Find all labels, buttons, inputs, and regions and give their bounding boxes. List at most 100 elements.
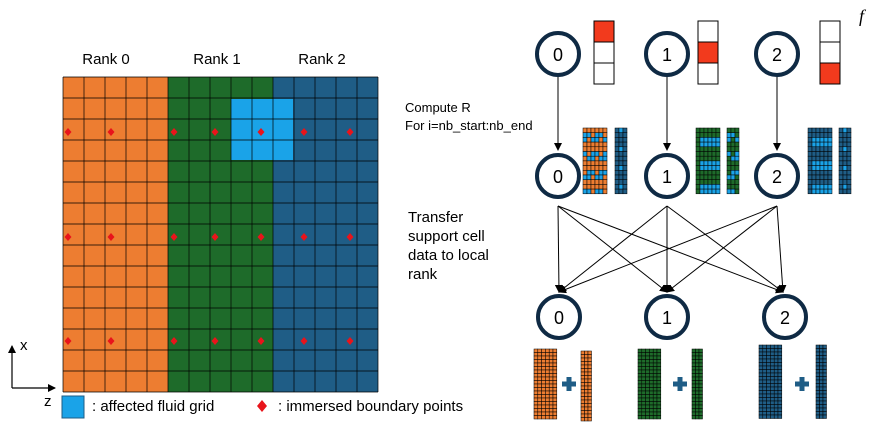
matrix-cell — [823, 179, 829, 185]
local-cell — [541, 366, 546, 371]
ib-point-marker — [346, 337, 354, 345]
local-cell — [656, 411, 662, 416]
local-cell — [773, 411, 779, 416]
matrix-cell — [582, 137, 588, 143]
matrix-cell — [618, 179, 624, 185]
local-cell — [773, 407, 779, 412]
matrix-cell — [807, 132, 813, 138]
local-cell — [656, 369, 662, 374]
matrix-cell — [622, 174, 628, 180]
local-cell — [552, 383, 558, 388]
matrix-cell — [711, 174, 717, 180]
matrix-cell — [590, 155, 596, 162]
matrix-cell — [819, 141, 825, 148]
axis-z-label: z — [44, 393, 52, 410]
local-cell — [580, 417, 585, 422]
matrix-cell — [827, 188, 833, 195]
local-cell — [773, 404, 779, 409]
matrix-cell — [703, 141, 709, 148]
local-cell — [552, 355, 558, 360]
local-cell — [637, 394, 643, 399]
local-cell — [541, 390, 546, 395]
local-cell — [533, 380, 539, 385]
matrix-cell — [726, 160, 732, 166]
local-cell — [770, 348, 775, 353]
matrix-cell — [815, 127, 821, 133]
local-cell — [695, 415, 700, 420]
ib-point-marker — [346, 128, 354, 136]
local-cell — [766, 358, 771, 363]
matrix-cell — [734, 146, 740, 152]
matrix-cell — [703, 151, 709, 157]
local-cell — [691, 408, 696, 413]
matrix-cell — [819, 160, 825, 166]
matrix-cell — [846, 160, 852, 166]
local-cell — [815, 355, 820, 360]
matrix-cell — [730, 179, 736, 185]
local-cell — [649, 369, 654, 374]
matrix-cell — [838, 165, 844, 171]
legend: : affected fluid grid : immersed boundar… — [61, 395, 463, 419]
local-cell — [766, 414, 771, 419]
plus-bar-v — [799, 377, 805, 391]
matrix-cell — [598, 174, 604, 180]
local-cell — [822, 414, 827, 419]
local-cell — [766, 386, 771, 391]
matrix-cell — [811, 170, 817, 176]
local-cell — [758, 351, 764, 356]
local-cell — [698, 404, 703, 409]
matrix-cell — [726, 137, 732, 143]
local-cell — [533, 390, 539, 395]
local-cell — [645, 352, 650, 357]
f-vector-cell — [819, 20, 841, 43]
local-cell — [777, 400, 783, 405]
local-cell — [537, 348, 542, 353]
matrix-cell — [827, 155, 833, 162]
matrix-cell — [594, 146, 600, 152]
local-cell — [637, 362, 643, 367]
matrix-cell — [838, 132, 844, 138]
matrix-cell — [734, 141, 740, 148]
local-cell — [587, 385, 592, 390]
local-cell — [773, 390, 779, 395]
local-cell — [822, 372, 827, 377]
local-cell — [758, 390, 764, 395]
matrix-cell — [807, 146, 813, 152]
local-cell — [762, 348, 767, 353]
matrix-cell — [819, 184, 825, 190]
matrix-cell — [726, 174, 732, 180]
local-cell — [777, 369, 783, 374]
matrix-cell — [734, 184, 740, 190]
local-cell — [770, 411, 775, 416]
local-cell — [691, 366, 696, 371]
matrix-cell — [699, 174, 705, 180]
local-cell — [762, 397, 767, 402]
local-cell — [584, 375, 589, 380]
local-cell — [541, 383, 546, 388]
matrix-cell — [827, 151, 833, 157]
local-cell — [773, 393, 779, 398]
ib-point-marker — [211, 233, 219, 241]
local-cell — [584, 378, 589, 383]
ib-point-marker — [211, 337, 219, 345]
local-cell — [819, 400, 824, 405]
matrix-cell — [586, 127, 592, 133]
local-cell — [533, 415, 539, 420]
local-cell — [815, 351, 820, 356]
matrix-cell — [586, 165, 592, 171]
r-vector-rank-0 — [614, 127, 628, 195]
matrix-cell — [815, 188, 821, 195]
local-cell — [822, 390, 827, 395]
local-cell — [587, 413, 592, 418]
local-cell — [770, 407, 775, 412]
local-cell — [656, 366, 662, 371]
matrix-cell — [590, 160, 596, 166]
local-cell — [637, 355, 643, 360]
local-cell — [649, 376, 654, 381]
local-cell — [645, 380, 650, 385]
matrix-cell — [707, 179, 713, 185]
matrix-cell — [838, 179, 844, 185]
local-cell — [819, 383, 824, 388]
mid-node-2: 2 — [754, 153, 800, 199]
matrix-cell — [695, 132, 701, 138]
